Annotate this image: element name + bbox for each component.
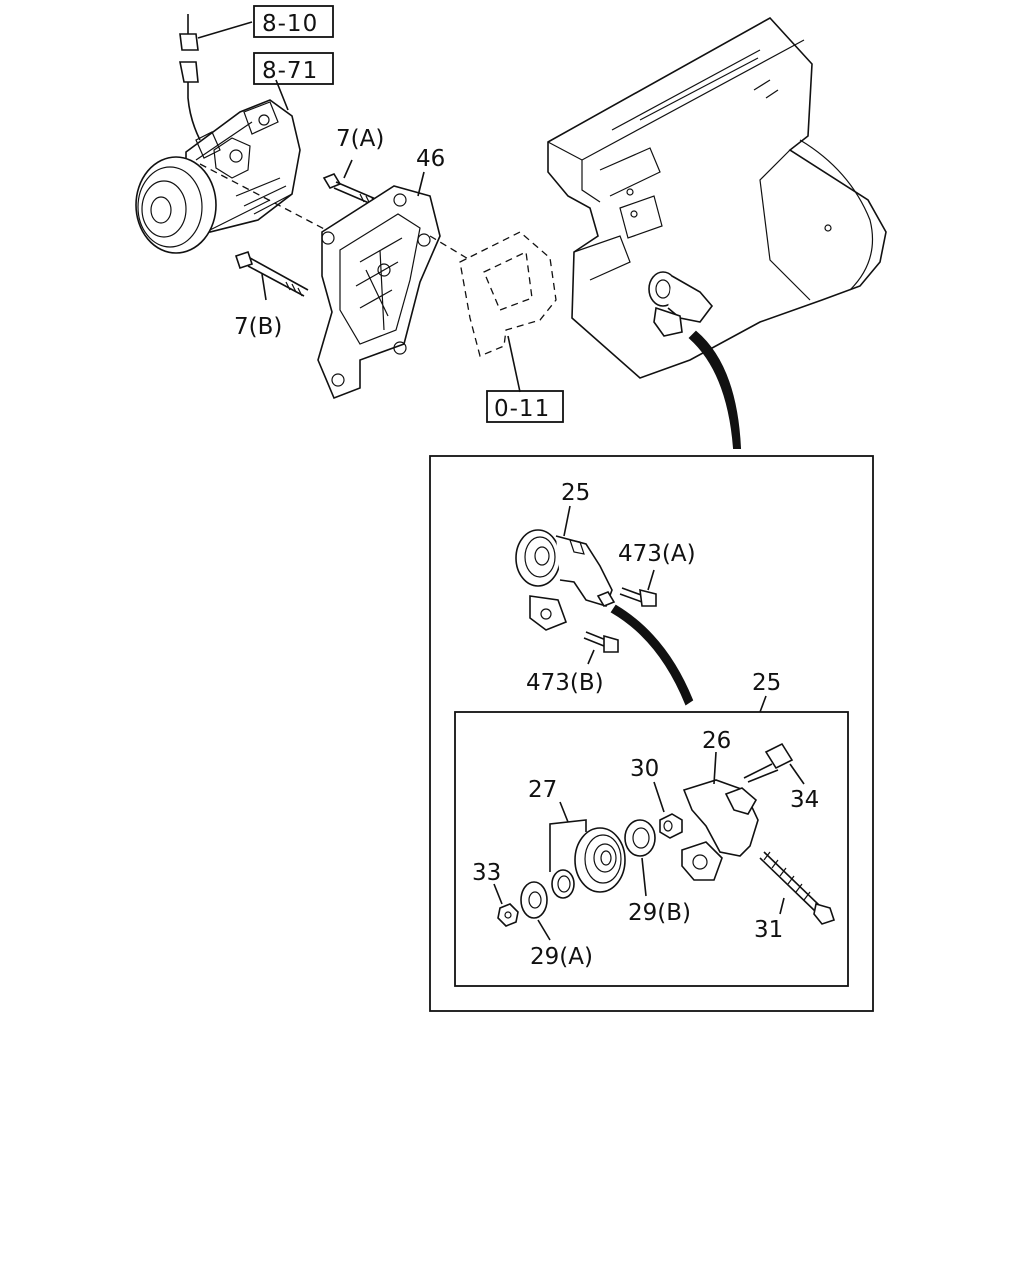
- label-473a: 473(A): [618, 541, 696, 567]
- bolt-473b: [583, 631, 619, 665]
- label-29b: 29(B): [628, 900, 691, 926]
- label-29a: 29(A): [530, 944, 593, 970]
- ac-compressor: [135, 99, 301, 254]
- label-33: 33: [472, 860, 501, 886]
- label-31: 31: [754, 917, 783, 943]
- label-46: 46: [416, 146, 445, 172]
- plate-0-11: [459, 231, 557, 393]
- ref-box-8-71: [253, 52, 334, 85]
- label-26: 26: [702, 728, 731, 754]
- label-34: 34: [790, 787, 819, 813]
- bracket-46: [317, 171, 441, 400]
- ref-0-11: 0-11: [494, 396, 550, 422]
- spacer-30: [653, 781, 683, 839]
- bolt-473a: [619, 569, 657, 607]
- washer-29a: [520, 881, 551, 941]
- engine-block: [547, 16, 887, 379]
- ref-8-10: 8-10: [262, 11, 318, 37]
- label-30: 30: [630, 756, 659, 782]
- label-473b: 473(B): [526, 670, 604, 696]
- bolt-7b: [234, 250, 309, 301]
- label-27: 27: [528, 777, 557, 803]
- ref-box-0-11: [486, 390, 564, 423]
- bolt-34: [743, 742, 805, 785]
- label-25-box: 25: [752, 670, 781, 696]
- nut-33: [493, 883, 519, 927]
- tensioner-assembly: [515, 529, 616, 631]
- label-7a: 7(A): [336, 126, 384, 152]
- detail-arrow-1: [688, 330, 742, 449]
- washer-29b: [624, 819, 656, 897]
- connector-8-10: [179, 14, 253, 51]
- alignment-line: [199, 163, 331, 233]
- tensioner-arm-26: [681, 751, 759, 881]
- bolt-31: [759, 851, 836, 925]
- detail-arrow-2: [610, 604, 694, 706]
- bearing-27: [551, 869, 575, 899]
- alignment-line-2: [429, 235, 471, 261]
- label-25-top: 25: [561, 480, 590, 506]
- label-7b: 7(B): [234, 314, 282, 340]
- ref-box-8-10: [253, 5, 334, 38]
- pulley-27: [574, 827, 626, 893]
- detail-box-inner: [454, 711, 849, 987]
- detail-box-outer: [429, 455, 874, 1012]
- bolt-7a: [322, 159, 379, 207]
- connector-8-71: [179, 61, 289, 141]
- ref-8-71: 8-71: [262, 58, 318, 84]
